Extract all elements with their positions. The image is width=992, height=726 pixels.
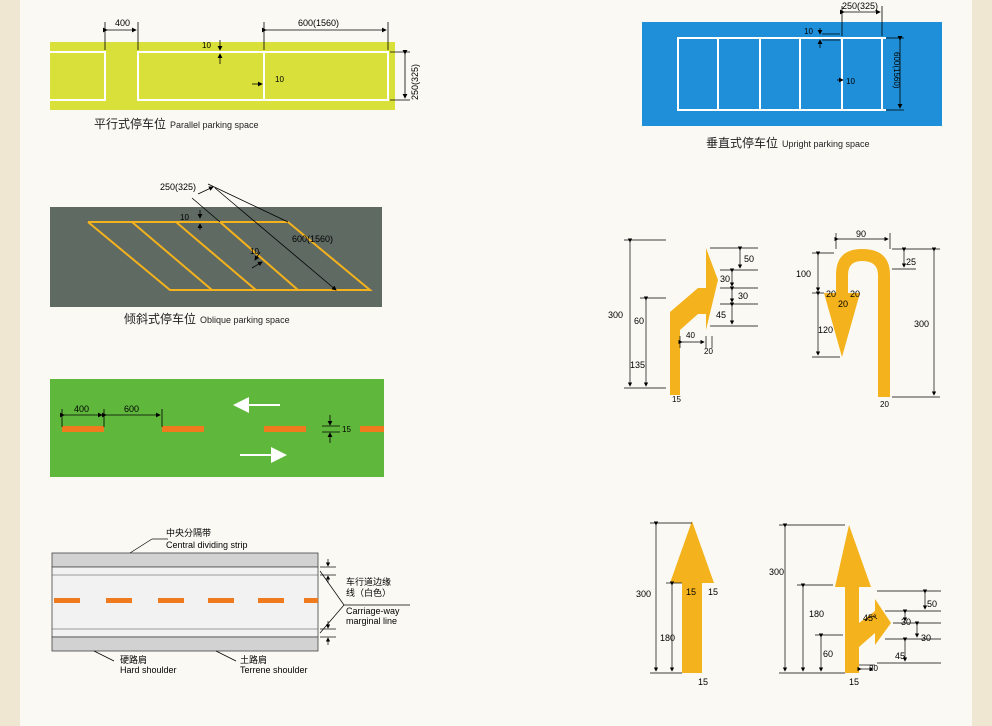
central-strip-label-cn: 中央分隔带 xyxy=(166,527,211,538)
dashed-line-diagram: 400 600 15 xyxy=(50,379,384,477)
hard-shoulder-label-en: Hard shoulder xyxy=(120,665,177,675)
uturn-dim-top: 25 xyxy=(906,257,916,267)
upright-dim-width: 250(325) xyxy=(842,1,878,11)
uturn-dim-head-mid: 20 xyxy=(838,299,848,309)
uturn-arrow-diagram: 90 25 100 20 20 20 120 300 20 xyxy=(796,229,940,409)
uturn-arrow-shape xyxy=(824,249,890,397)
page-border-right xyxy=(972,0,992,726)
sr-dim-r1: 50 xyxy=(927,599,937,609)
sr-dim-r4: 45 xyxy=(895,651,905,661)
margin-line-label-en-2: marginal line xyxy=(346,616,397,626)
parallel-dim-line-a: 10 xyxy=(202,41,211,50)
turn-arrow-diagram: 300 60 135 50 30 30 45 40 20 15 xyxy=(608,238,758,404)
sr-dim-angle: 45° xyxy=(863,613,877,623)
sr-dim-a: 180 xyxy=(809,609,824,619)
straight-dim-head-l: 15 xyxy=(686,587,696,597)
straight-dim-stem: 180 xyxy=(660,633,675,643)
upright-parking-panel xyxy=(642,22,942,126)
upright-dim-height: 600(1560) xyxy=(892,52,901,89)
parallel-dim-gap: 400 xyxy=(115,18,130,28)
terrene-shoulder-label-en: Terrene shoulder xyxy=(240,665,308,675)
parallel-dim-height: 250(325) xyxy=(410,64,420,100)
road-section-diagram: 中央分隔带 Central dividing strip 车行道边缘 线（白色）… xyxy=(51,527,410,675)
turn-dim-base: 15 xyxy=(672,395,681,404)
parallel-dim-line-b: 10 xyxy=(275,75,284,84)
straight-right-arrow-shape xyxy=(835,525,891,673)
oblique-caption-cn: 倾斜式停车位 xyxy=(124,312,197,326)
sr-dim-base: 15 xyxy=(849,677,859,687)
turn-dim-a: 60 xyxy=(634,316,644,326)
oblique-dim-line-b: 10 xyxy=(250,247,259,256)
upright-parking-diagram: 250(325) 10 10 600(1560) xyxy=(642,1,942,126)
uturn-dim-head-r: 20 xyxy=(850,289,860,299)
upright-dim-line-b: 10 xyxy=(846,77,855,86)
margin-line-label-cn-1: 车行道边缘 xyxy=(346,576,391,587)
dashed-dim-dash: 400 xyxy=(74,404,89,414)
page-border-left xyxy=(0,0,20,726)
uturn-dim-lower: 120 xyxy=(818,325,833,335)
straight-dim-base: 15 xyxy=(698,677,708,687)
uturn-dim-right: 300 xyxy=(914,319,929,329)
turn-dim-head4: 45 xyxy=(716,310,726,320)
traffic-direction-arrows xyxy=(233,397,287,463)
parallel-space-lines xyxy=(50,51,389,101)
road-center-dashes xyxy=(54,598,318,603)
margin-line-label-cn-2: 线（白色） xyxy=(346,587,391,598)
dashed-line-marks xyxy=(62,426,384,432)
oblique-dim-length: 600(1560) xyxy=(292,234,333,244)
terrene-shoulder-label-cn: 土路肩 xyxy=(240,654,267,665)
straight-right-arrow-diagram: 300 180 60 45° 50 30 30 45 20 15 xyxy=(769,523,941,687)
parallel-caption-cn: 平行式停车位 xyxy=(94,117,167,131)
turn-dim-stem-w: 20 xyxy=(704,347,713,356)
upright-dim-line-a: 10 xyxy=(804,27,813,36)
turn-dim-b: 135 xyxy=(630,360,645,370)
sr-dim-b: 60 xyxy=(823,649,833,659)
sr-dim-r2: 30 xyxy=(901,617,911,627)
straight-dim-total: 300 xyxy=(636,589,651,599)
upright-caption-en: Upright parking space xyxy=(782,139,870,149)
central-strip-label-en: Central dividing strip xyxy=(166,540,248,550)
straight-arrow-diagram: 300 15 15 180 15 xyxy=(636,521,718,687)
oblique-caption-en: Oblique parking space xyxy=(200,315,290,325)
dashed-line-panel xyxy=(50,379,384,477)
dashed-dim-gap: 600 xyxy=(124,404,139,414)
margin-line-label-en-1: Carriage-way xyxy=(346,606,400,616)
parallel-dim-length: 600(1560) xyxy=(298,18,339,28)
turn-dim-head3: 30 xyxy=(738,291,748,301)
shoulder-strip xyxy=(51,636,319,652)
turn-dim-head1: 50 xyxy=(744,254,754,264)
uturn-dim-base: 20 xyxy=(880,400,889,409)
dashed-dim-width: 15 xyxy=(342,425,351,434)
parallel-parking-panel xyxy=(50,42,395,110)
upright-space-lines xyxy=(677,37,886,111)
turn-dim-stem-gap: 40 xyxy=(686,331,695,340)
uturn-dim-head-l: 20 xyxy=(826,289,836,299)
sr-dim-total: 300 xyxy=(769,567,784,577)
oblique-dim-width: 250(325) xyxy=(160,182,196,192)
uturn-dim-left: 100 xyxy=(796,269,811,279)
oblique-dim-line-a: 10 xyxy=(180,213,189,222)
central-strip xyxy=(51,552,319,568)
sr-dim-gap: 20 xyxy=(869,664,878,673)
sr-dim-r3: 30 xyxy=(921,633,931,643)
turn-dim-total: 300 xyxy=(608,310,623,320)
parallel-caption-en: Parallel parking space xyxy=(170,120,259,130)
uturn-dim-width: 90 xyxy=(856,229,866,239)
oblique-parking-diagram: 250(325) 10 10 600(1560) xyxy=(50,182,382,307)
straight-arrow-shape xyxy=(670,521,714,673)
hard-shoulder-label-cn: 硬路肩 xyxy=(120,654,147,665)
turn-dim-head2: 30 xyxy=(720,274,730,284)
parallel-parking-diagram: 400 600(1560) 10 10 250(325) xyxy=(50,18,420,110)
turn-arrow-shape xyxy=(670,248,718,395)
upright-caption-cn: 垂直式停车位 xyxy=(706,136,779,150)
straight-dim-head-r: 15 xyxy=(708,587,718,597)
